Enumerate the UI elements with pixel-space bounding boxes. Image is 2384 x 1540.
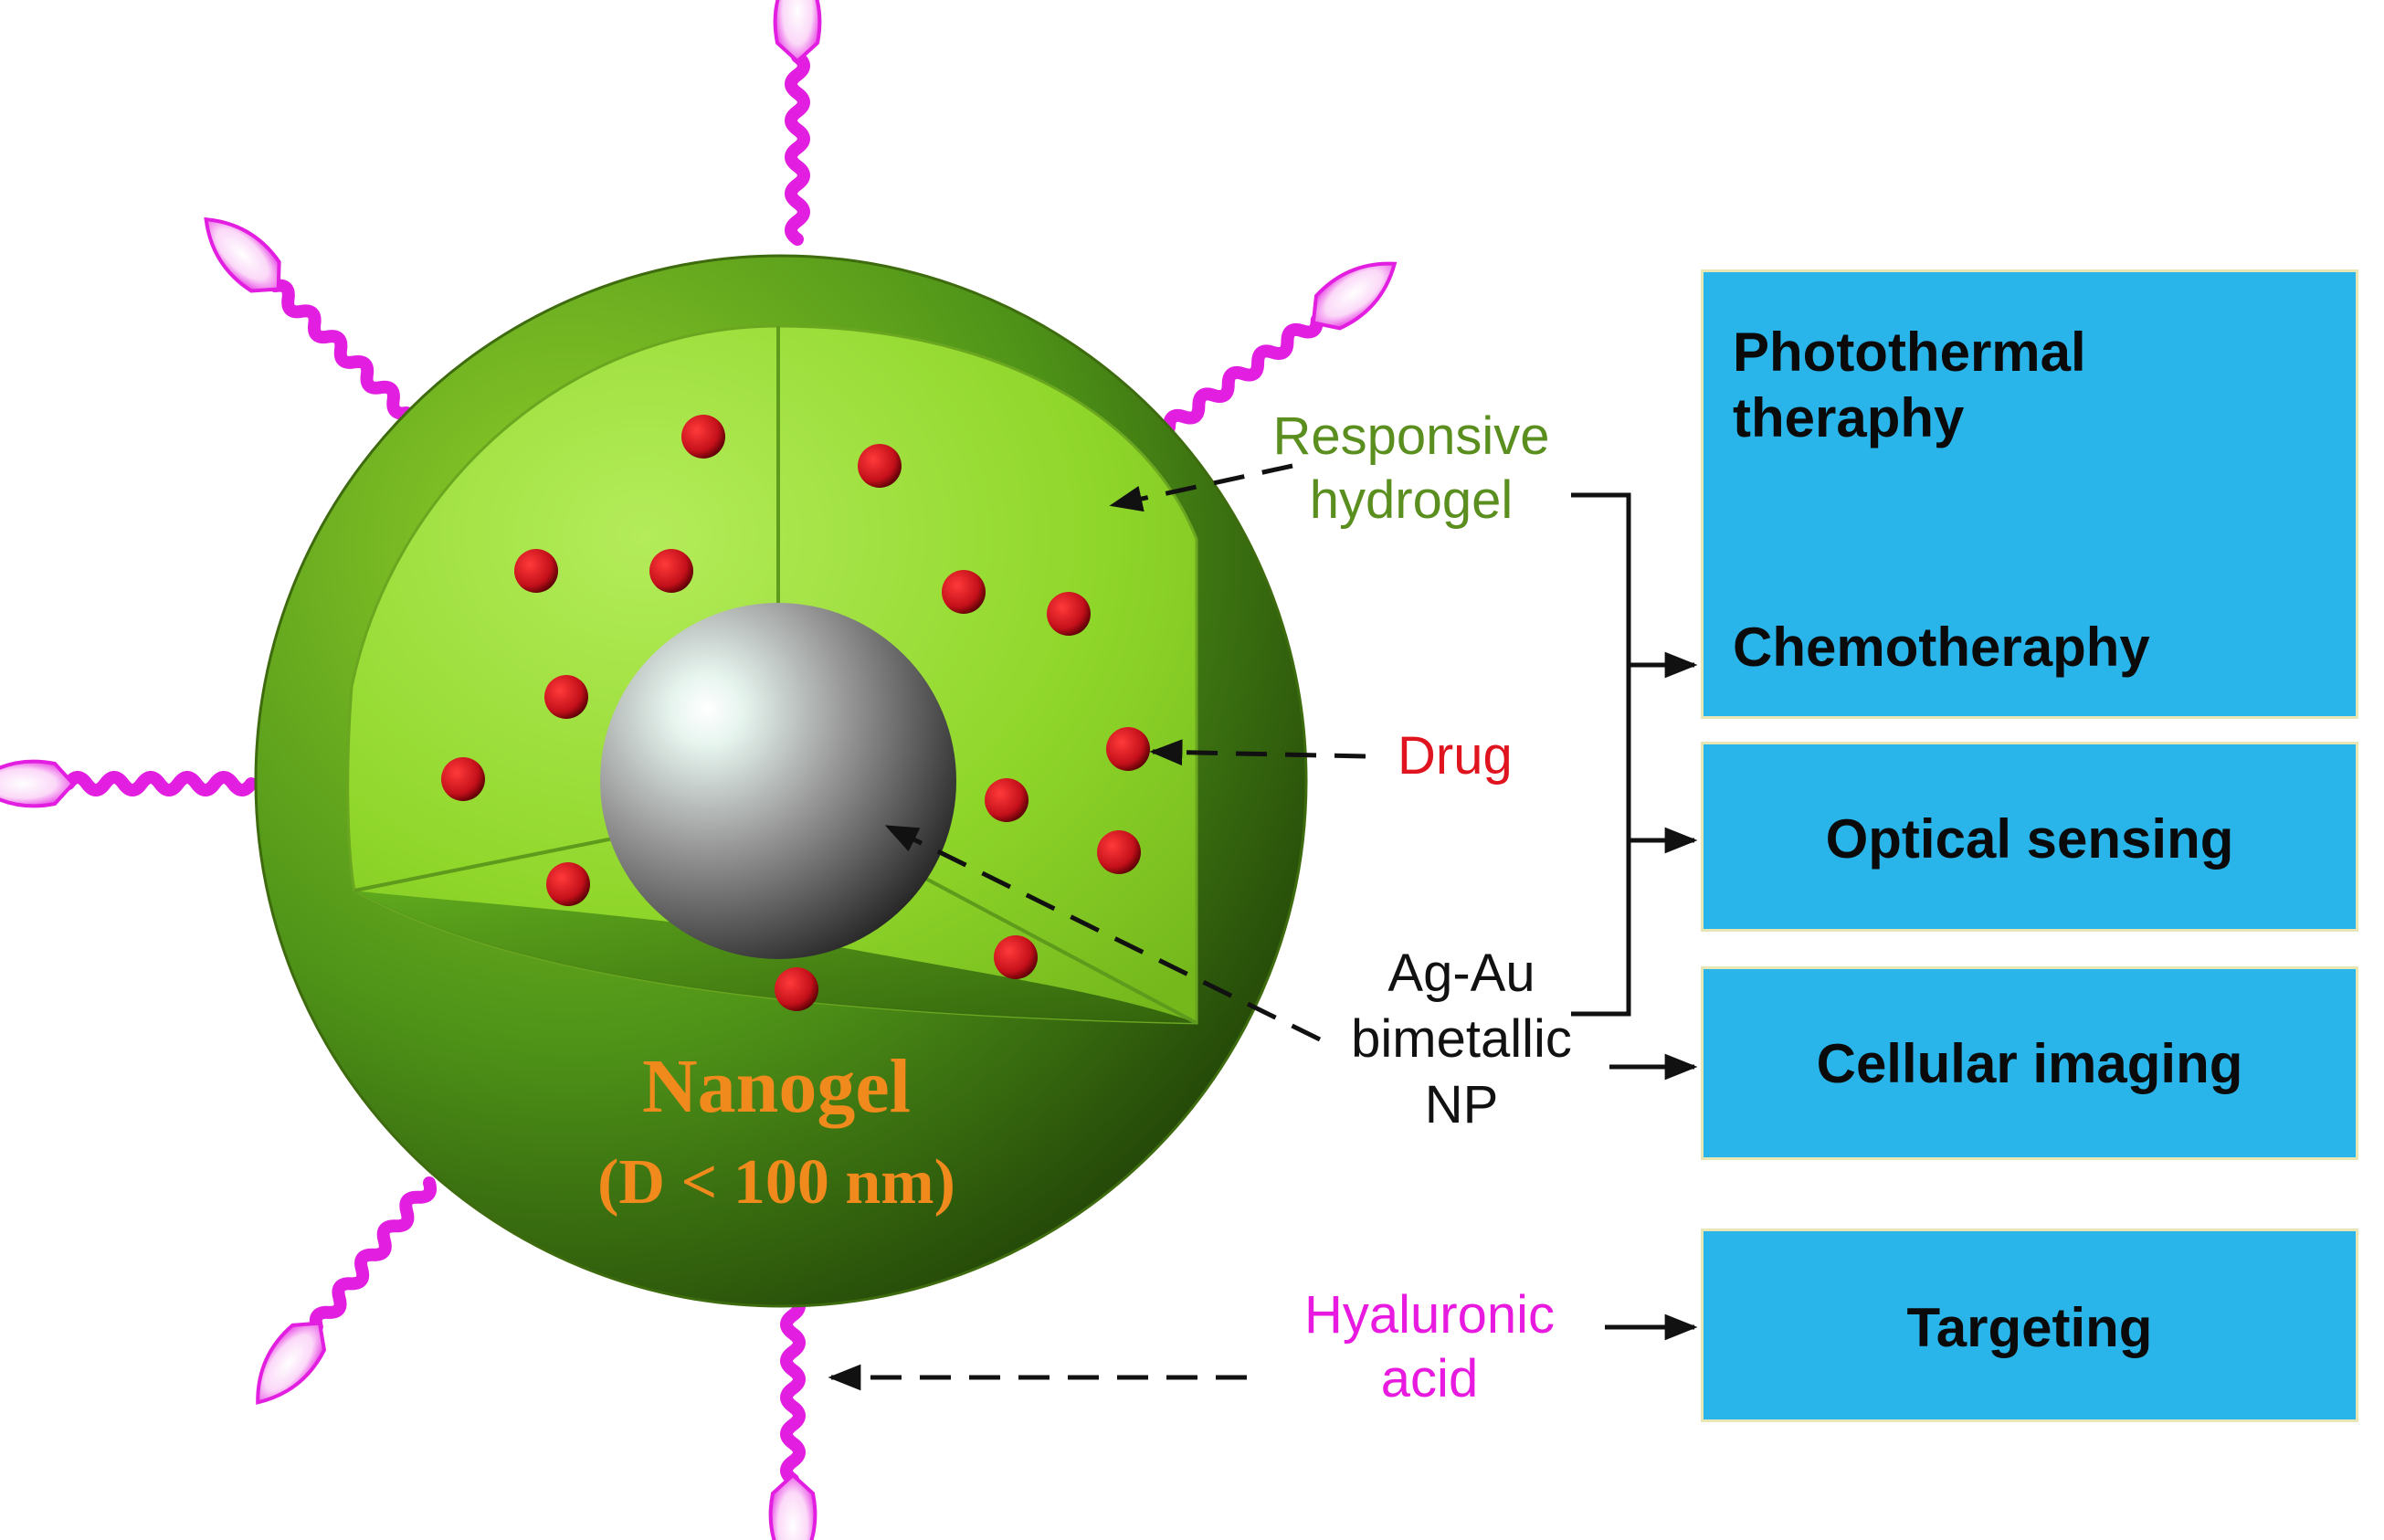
cellular-imaging-box: Cellular imaging [1701, 966, 2358, 1160]
nanogel-title: Nanogel [642, 1044, 911, 1129]
hyaluronic-acid-label: Hyaluronic acid [1265, 1283, 1594, 1411]
pointer-arrows [828, 463, 1366, 1391]
drug-dot [1047, 592, 1091, 636]
drug-dots [441, 415, 1150, 1011]
np-label-line3: NP [1424, 1075, 1499, 1134]
drug-dot [942, 570, 986, 614]
responsive-label-line2: hydrogel [1309, 470, 1514, 530]
bracket-connector [1571, 492, 1698, 1341]
responsive-hydrogel-label: Responsive hydrogel [1229, 405, 1594, 533]
np-label-line1: Ag-Au [1387, 944, 1535, 1003]
hyaluronic-acid-chain-upper-left [204, 216, 413, 420]
drug-dot [994, 935, 1038, 979]
responsive-label-line1: Responsive [1272, 406, 1550, 466]
drug-dot [985, 778, 1028, 822]
chemotherapy-label: Chemotheraphy [1733, 617, 2150, 678]
drug-dot [1106, 727, 1150, 771]
ag-au-np-label: Ag-Au bimetallic NP [1306, 941, 1617, 1138]
hyaluronic-acid-chain-lower-left [256, 1176, 438, 1405]
optical-sensing-box: Optical sensing [1701, 742, 2358, 932]
hyaluronic-acid-chain-top [773, 0, 822, 246]
drug-dot [681, 415, 725, 459]
ha-label-line2: acid [1380, 1349, 1479, 1408]
drug-dot [546, 862, 590, 906]
nanogel-size: (D < 100 nm) [597, 1147, 955, 1218]
targeting-box: Targeting [1701, 1229, 2358, 1422]
photothermal-line2: theraphy [1733, 387, 1965, 448]
drug-dot [514, 549, 558, 593]
drug-label: Drug [1398, 726, 1513, 786]
drug-dot [858, 444, 902, 488]
bimetallic-core [600, 603, 956, 959]
ha-label-line1: Hyaluronic [1304, 1285, 1555, 1345]
targeting-label: Targeting [1906, 1297, 2153, 1358]
drug-dot [1097, 830, 1141, 874]
hyaluronic-acid-chain-bottom [768, 1291, 818, 1540]
cellular-imaging-label: Cellular imaging [1816, 1033, 2243, 1094]
hyaluronic-acid-chain-upper-right [1162, 261, 1398, 434]
photothermal-label: Photothermal theraphy [1733, 320, 2086, 451]
hyaluronic-acid-chain-left [0, 759, 258, 808]
np-label-line2: bimetallic [1351, 1009, 1572, 1069]
optical-sensing-label: Optical sensing [1825, 808, 2234, 870]
drug-dot [544, 675, 588, 719]
photothermal-chemo-box: Photothermal theraphy Chemotheraphy [1701, 269, 2358, 719]
photothermal-line1: Photothermal [1733, 322, 2086, 383]
drug-dot [441, 757, 485, 801]
drug-dot [649, 549, 693, 593]
drug-dot [775, 967, 818, 1011]
